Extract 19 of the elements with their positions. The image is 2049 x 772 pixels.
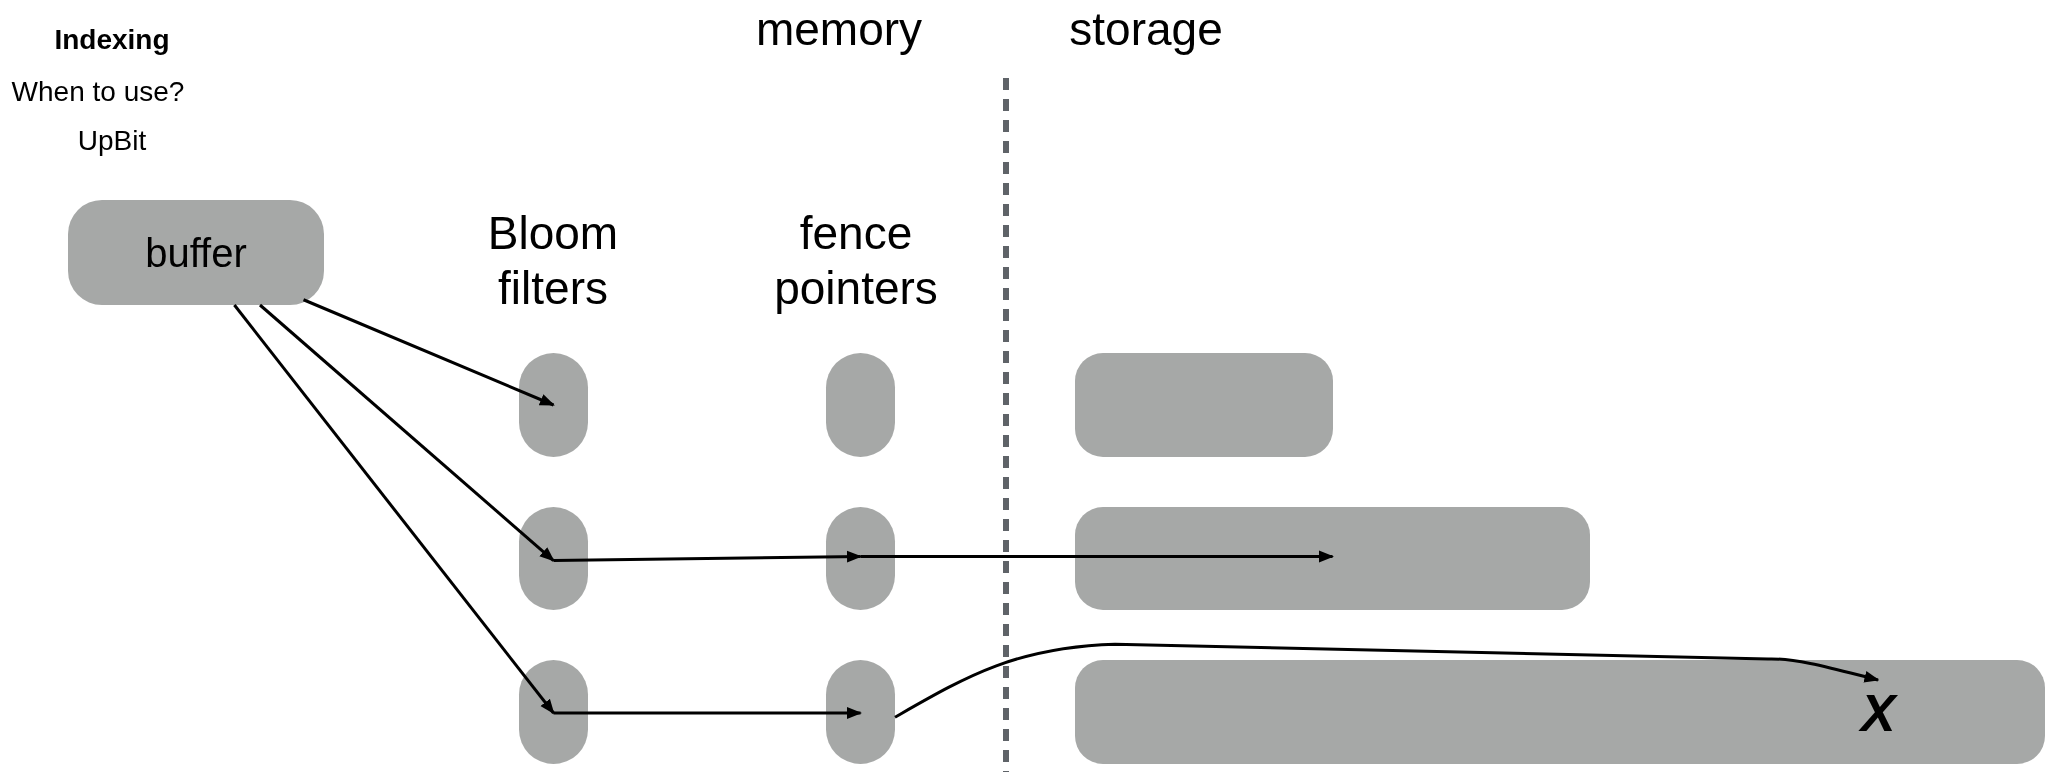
label-text: Indexing: [54, 23, 170, 57]
mark-text: X: [1856, 680, 1900, 746]
label-text: When to use?: [11, 75, 185, 109]
arrow: [860, 550, 1334, 563]
arrow: [553, 707, 862, 720]
arrow: [233, 304, 555, 715]
storage-bar: [1075, 353, 1333, 457]
arrow: [894, 642, 1880, 719]
arrow: [302, 298, 555, 407]
label-text: Bloom filters: [486, 205, 620, 316]
label-text: fence pointers: [773, 205, 939, 316]
rounded-box: buffer: [68, 200, 324, 305]
arrow: [259, 303, 555, 562]
storage-bar: [1075, 507, 1590, 610]
label-text: storage: [1069, 1, 1223, 57]
arrow: [553, 550, 862, 563]
label-text: memory: [755, 1, 923, 57]
storage-bar: [1075, 660, 2045, 764]
label-text: UpBit: [77, 124, 147, 158]
